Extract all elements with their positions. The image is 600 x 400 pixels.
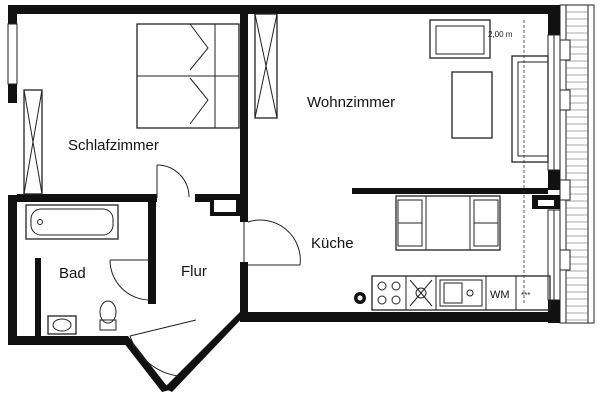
armchair (429, 19, 491, 59)
kitchen-counter (371, 275, 551, 311)
dishwasher (409, 279, 433, 307)
bedroom-wardrobe-right (254, 13, 278, 119)
walls (7, 5, 560, 392)
bathtub (25, 204, 119, 240)
dining-set (395, 195, 501, 251)
washing-machine-label: WM (490, 289, 510, 301)
railing-post (559, 89, 571, 111)
railing-post (559, 179, 571, 201)
sofa (511, 55, 549, 163)
bath-divider (35, 258, 41, 336)
stove (377, 281, 401, 305)
balcony-railing (559, 4, 595, 324)
toilet (99, 300, 117, 331)
right-windows (523, 20, 561, 305)
room-label-kueche: Küche (311, 235, 354, 252)
entrance-door (129, 319, 197, 377)
room-label-schlafzimmer: Schlafzimmer (68, 137, 159, 154)
railing-post (559, 39, 571, 61)
kitchen-door (243, 219, 301, 266)
coffee-table (451, 71, 493, 139)
hob-marks-label: *** (521, 291, 530, 300)
room-label-flur: Flur (181, 263, 207, 280)
railing-post (559, 249, 571, 271)
room-label-bad: Bad (59, 265, 86, 282)
fridge-icon (354, 292, 366, 304)
wardrobe (23, 89, 43, 195)
bedroom-door (156, 164, 190, 198)
dimension-label: 2,00 m (488, 30, 513, 39)
bath-door (109, 259, 151, 301)
double-bed (136, 23, 240, 129)
washbasin (47, 315, 77, 335)
sink (439, 279, 483, 307)
room-label-wohnzimmer: Wohnzimmer (307, 94, 395, 111)
